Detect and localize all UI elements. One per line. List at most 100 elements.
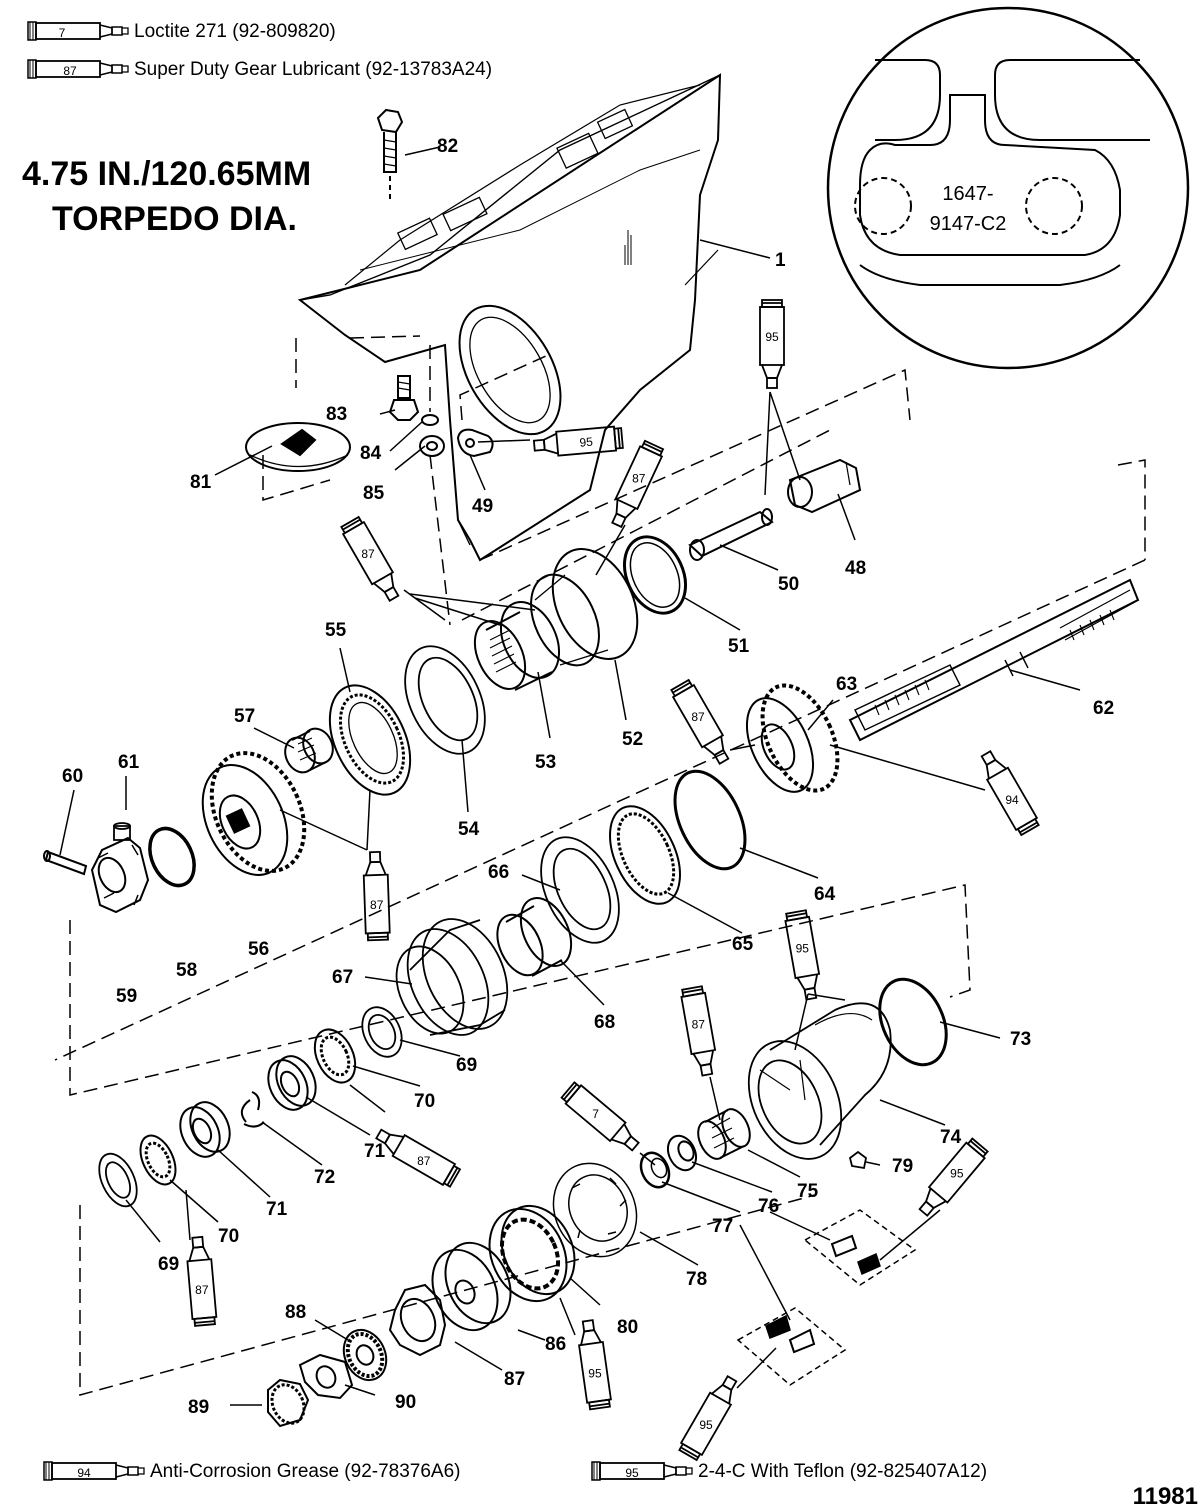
tab-washer-90 <box>298 1353 354 1400</box>
propeller-nut-89 <box>267 1378 310 1428</box>
part-label: 78 <box>686 1269 707 1290</box>
legend-bottom: 94 Anti-Corrosion Grease (92-78376A6) 95… <box>43 1461 987 1482</box>
grease-tube-94: 94 <box>980 750 1040 837</box>
seal-detail-77 <box>736 1307 847 1386</box>
assembly-lines <box>54 335 1146 1396</box>
part-label: 65 <box>732 934 754 955</box>
grease-tube-95-e: 95 <box>578 1319 612 1411</box>
grease-tube-95-f: 95 <box>678 1375 738 1462</box>
spring-61 <box>113 822 131 841</box>
part-label: 58 <box>176 960 197 981</box>
part-label: 85 <box>363 483 385 504</box>
part-label: 86 <box>545 1334 566 1355</box>
retaining-ring-72 <box>240 1091 265 1128</box>
needle-bearing-68 <box>496 897 573 977</box>
part-label: 88 <box>285 1302 306 1323</box>
part-label: 87 <box>504 1369 525 1390</box>
cam-49 <box>456 428 494 458</box>
part-label: 55 <box>325 620 347 641</box>
tab-washer-87 <box>388 1283 447 1357</box>
legend-text: 2-4-C With Teflon (92-825407A12) <box>698 1461 987 1482</box>
part-label: 76 <box>758 1196 779 1217</box>
grease-tube-95-b: 95 <box>532 425 624 457</box>
part-label: 51 <box>728 636 750 657</box>
gear-housing <box>297 73 722 562</box>
grease-tube-95-c: 95 <box>784 909 821 1001</box>
part-label: 56 <box>248 939 269 960</box>
part-label: 74 <box>940 1127 962 1148</box>
grease-tube-87-b: 87 <box>340 515 400 602</box>
part-label: 82 <box>437 136 458 157</box>
inset-label-1: 1647- <box>942 183 993 205</box>
reverse-gear-56 <box>201 751 307 876</box>
grease-tube-87-e: 87 <box>680 985 717 1077</box>
thrust-bearing-65 <box>609 805 681 905</box>
legend-code: 94 <box>77 1466 91 1480</box>
legend-item-anti-corrosion: 94 Anti-Corrosion Grease (92-78376A6) <box>43 1461 461 1482</box>
seal-77 <box>639 1151 671 1189</box>
part-label: 83 <box>326 404 347 425</box>
part-label: 64 <box>814 884 836 905</box>
key-79 <box>848 1150 867 1170</box>
legend-text: Super Duty Gear Lubricant (92-13783A24) <box>134 59 492 80</box>
grease-tube-7: 7 <box>560 1081 640 1152</box>
tube-label: 87 <box>370 898 384 912</box>
part-label: 80 <box>617 1317 638 1338</box>
part-label: 69 <box>158 1254 179 1275</box>
part-label: 49 <box>472 496 493 517</box>
nut-85 <box>419 435 445 457</box>
grease-tube-87-c: 87 <box>670 678 730 765</box>
part-label: 68 <box>594 1012 615 1033</box>
retaining-ring-58 <box>148 826 196 888</box>
grease-tube-87-f: 87 <box>375 1128 462 1188</box>
part-label: 70 <box>414 1091 435 1112</box>
part-label: 62 <box>1093 698 1114 719</box>
seal-76 <box>666 1134 698 1172</box>
grease-tube-87-d: 87 <box>362 850 391 942</box>
inset-label-2: 9147-C2 <box>930 213 1007 235</box>
part-label: 75 <box>797 1181 819 1202</box>
part-label: 57 <box>234 706 255 727</box>
legend-item-gear-lubricant: 87 Super Duty Gear Lubricant (92-13783A2… <box>27 59 492 80</box>
part-label: 69 <box>456 1055 477 1076</box>
part-label: 54 <box>458 819 480 840</box>
part-label: 52 <box>622 729 643 750</box>
detail-inset: 1647- 9147-C2 <box>826 6 1190 370</box>
part-label: 79 <box>892 1156 913 1177</box>
tube-label: 95 <box>699 1418 713 1432</box>
bearing-57 <box>284 727 334 774</box>
legend-item-teflon: 95 2-4-C With Teflon (92-825407A12) <box>591 1461 987 1482</box>
thrust-bearing-70-upper <box>313 1028 357 1084</box>
part-label: 1 <box>775 250 786 271</box>
grease-tube-icon <box>591 1461 693 1481</box>
forward-gear-63 <box>745 683 840 793</box>
title-line-1: 4.75 IN./120.65MM <box>22 155 311 193</box>
legend-code: 87 <box>63 64 77 78</box>
part-label: 73 <box>1010 1029 1031 1050</box>
pin-60 <box>43 850 88 876</box>
part-label: 77 <box>712 1216 733 1237</box>
part-label: 71 <box>364 1141 386 1162</box>
leader-lines <box>59 146 1081 1406</box>
part-label: 72 <box>314 1167 335 1188</box>
tube-label: 95 <box>579 435 594 450</box>
grease-tube-95-d: 95 <box>918 1137 989 1217</box>
lubricant-pointers <box>185 391 986 1389</box>
part-label: 48 <box>845 558 866 579</box>
needle-bearing-75 <box>697 1108 751 1160</box>
legend-top: 7 Loctite 271 (92-809820) 87 Super Duty … <box>27 21 492 80</box>
grease-tube-icon <box>27 59 129 79</box>
part-label: 59 <box>116 986 137 1007</box>
tube-label: 95 <box>796 941 810 955</box>
clutch-59 <box>90 836 150 914</box>
washer-69-lower <box>98 1152 138 1208</box>
tube-label: 87 <box>632 472 646 486</box>
o-ring-64 <box>673 769 747 871</box>
spline-washer-88 <box>342 1328 388 1382</box>
bolt-83 <box>388 375 420 421</box>
legend-item-loctite: 7 Loctite 271 (92-809820) <box>27 21 336 42</box>
part-label: 90 <box>395 1392 416 1413</box>
part-label: 84 <box>360 443 382 464</box>
o-ring-51 <box>623 535 687 615</box>
bearing-cup-67 <box>395 918 509 1036</box>
